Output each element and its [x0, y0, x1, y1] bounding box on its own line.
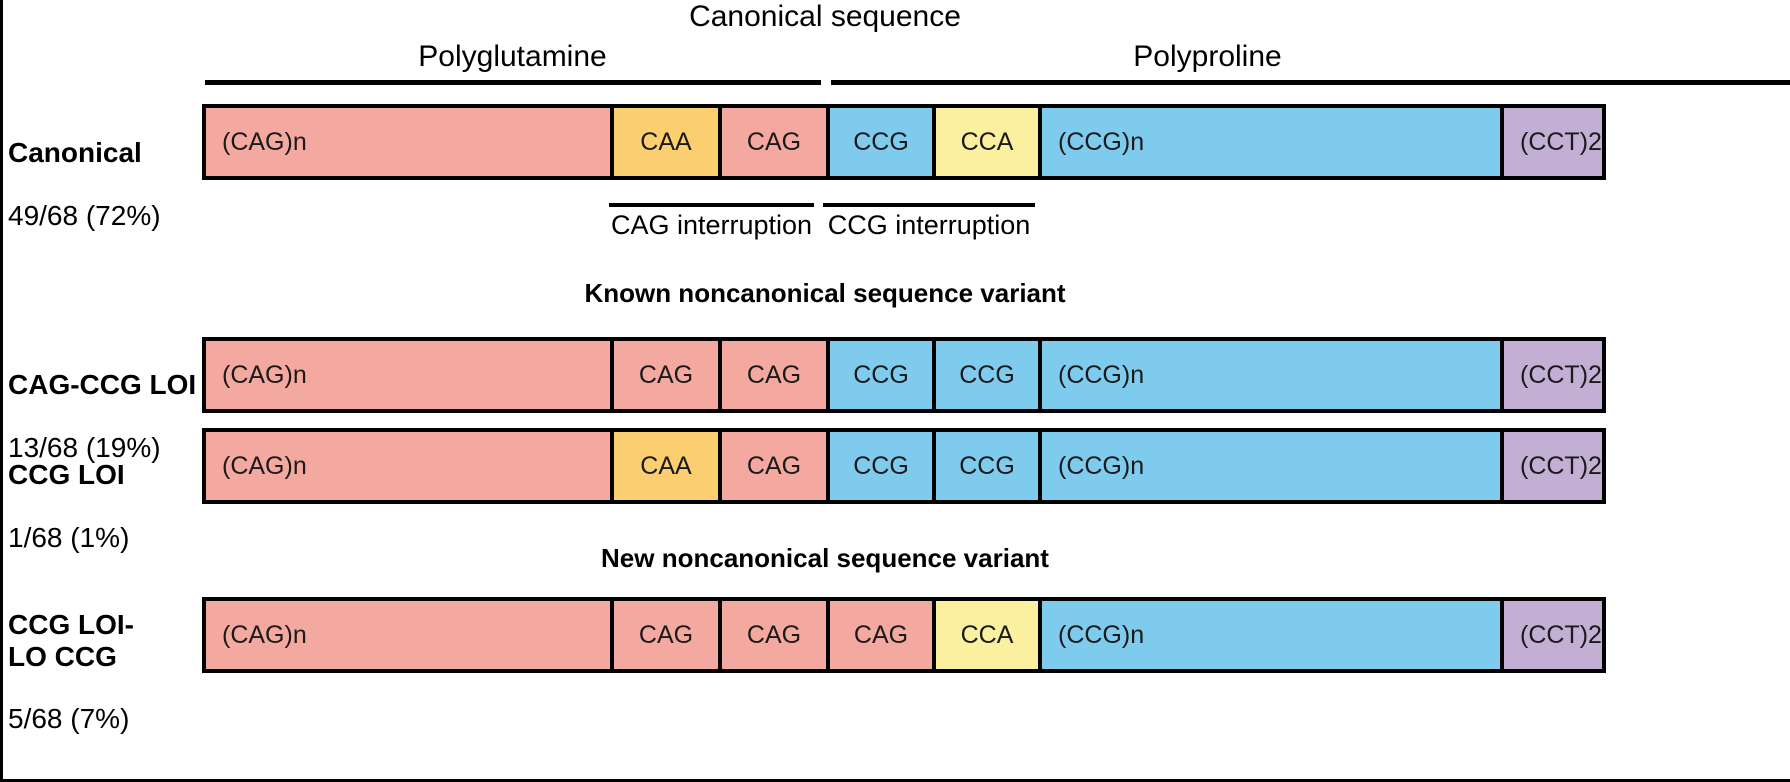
row-label-ccg-loi: CCG LOI 1/68 (1%) — [8, 428, 129, 585]
sequence-block: (CCG)n — [1042, 341, 1504, 409]
sequence-block: (CAG)n — [206, 601, 614, 669]
sequence-block: (CCG)n — [1042, 432, 1504, 500]
ccg-interruption-label: CCG interruption — [827, 210, 1031, 240]
sequence-block: CAG — [614, 341, 722, 409]
polyglutamine-span-rule — [205, 80, 821, 85]
sequence-block: CAA — [614, 432, 722, 500]
sequence-block: CAG — [830, 601, 936, 669]
row-name: CCG LOI — [8, 459, 125, 491]
sequence-block: CCA — [936, 108, 1042, 176]
sequence-block: CCA — [936, 601, 1042, 669]
sequence-block: (CCG)n — [1042, 108, 1504, 176]
row-label-canonical: Canonical 49/68 (72%) — [8, 106, 161, 263]
row-name: Canonical — [8, 137, 142, 169]
row-count: 13/68 (19%) — [8, 432, 161, 464]
sequence-block: (CAG)n — [206, 432, 614, 500]
sequence-block: (CCG)n — [1042, 601, 1504, 669]
figure-left-border — [0, 0, 3, 782]
known-noncanonical-heading: Known noncanonical sequence variant — [584, 278, 1066, 308]
sequence-block: CCG — [936, 341, 1042, 409]
row-count: 5/68 (7%) — [8, 703, 130, 735]
sequence-block: (CCT)2 — [1504, 601, 1602, 669]
ccg-interruption-rule — [823, 203, 1035, 207]
sequence-block: CCG — [830, 108, 936, 176]
sequence-block: (CCT)2 — [1504, 341, 1602, 409]
sequence-block: CAG — [614, 601, 722, 669]
sequence-block: (CCT)2 — [1504, 432, 1602, 500]
row-name: CAG-CCG LOI — [8, 369, 197, 401]
row-label-ccg-loi-lo-ccg: CCG LOI- LO CCG 5/68 (7%) — [8, 578, 134, 766]
figure-bottom-border — [0, 779, 1790, 782]
group-label-polyproline: Polyproline — [1133, 40, 1282, 73]
sequence-block: CAG — [722, 601, 830, 669]
sequence-block: (CAG)n — [206, 341, 614, 409]
cag-interruption-rule — [609, 203, 814, 207]
row-name: CCG LOI- LO CCG — [8, 609, 134, 672]
sequence-block: CCG — [830, 341, 936, 409]
row-count: 1/68 (1%) — [8, 522, 130, 554]
sequence-block: CAG — [722, 341, 830, 409]
cag-interruption-label: CAG interruption — [610, 210, 813, 240]
new-noncanonical-heading: New noncanonical sequence variant — [601, 543, 1049, 573]
sequence-block: CCG — [936, 432, 1042, 500]
sequence-block: CAA — [614, 108, 722, 176]
canonical-sequence-title: Canonical sequence — [689, 0, 961, 33]
sequence-block: CAG — [722, 432, 830, 500]
group-label-polyglutamine: Polyglutamine — [418, 40, 607, 73]
sequence-block: (CAG)n — [206, 108, 614, 176]
row-label-cag-ccg-loi: CAG-CCG LOI 13/68 (19%) — [8, 338, 196, 495]
sequence-block: CAG — [722, 108, 830, 176]
sequence-block: (CCT)2 — [1504, 108, 1602, 176]
sequence-block: CCG — [830, 432, 936, 500]
row-count: 49/68 (72%) — [8, 200, 161, 232]
polyproline-span-rule — [831, 80, 1790, 85]
